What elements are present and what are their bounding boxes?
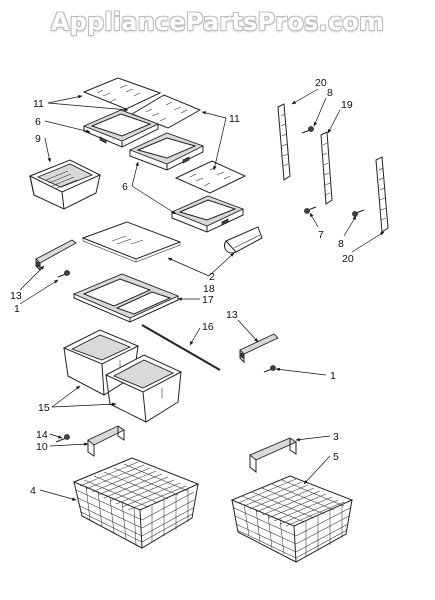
wire-basket-right [230,475,354,563]
callout-14: 14 [36,429,48,441]
callout-11-right: 11 [229,113,240,125]
callout-6-left: 6 [35,116,41,128]
callout-10: 10 [36,441,48,453]
crisper-cover-frame [72,273,180,323]
callout-18: 18 [203,283,215,295]
rail-screw-7 [304,206,317,214]
screw-right [263,365,276,373]
callout-1-right: 1 [330,370,336,382]
rail-screw-8-upper [301,126,314,134]
crisper-drawer-left [62,329,140,396]
wire-basket-left [72,457,200,549]
rail-20-upper [277,103,291,181]
callout-3: 3 [333,431,339,443]
callout-13-left: 13 [10,290,22,302]
callout-5: 5 [333,451,339,463]
screw-left [57,270,70,278]
rail-20-lower [375,156,389,233]
shelf-trim-piece [223,226,263,254]
callout-4: 4 [30,485,36,497]
callout-15: 15 [38,402,50,414]
shelf-frame-2 [128,132,205,171]
rail-19 [320,131,333,205]
callout-8-upper: 8 [327,87,333,99]
callout-17: 17 [202,294,214,306]
divider-rod [141,324,221,371]
callout-8-lower: 8 [338,238,344,250]
shelf-frame-1 [82,109,160,148]
callout-20-lower: 20 [342,253,354,265]
callout-7: 7 [318,229,324,241]
callout-19: 19 [341,99,353,111]
watermark-logo: AppliancePartsPros.com [50,8,385,36]
rail-screw-8-lower [352,209,365,217]
callout-13-right: 13 [226,309,238,321]
upper-drawer [28,159,102,210]
crisper-drawer-right [104,354,183,423]
callout-16: 16 [202,321,214,333]
glass-shelf [81,221,182,263]
glass-shelf-top-1 [82,77,162,110]
callout-9: 9 [35,133,41,145]
callout-11-left: 11 [33,98,44,110]
basket-divider-left [87,425,125,457]
callout-2: 2 [209,271,215,283]
shelf-support-left [35,239,77,272]
callout-1-left: 1 [14,303,20,315]
shelf-frame-3 [170,195,245,233]
callout-20-upper: 20 [315,77,327,89]
basket-divider-right [249,437,297,474]
shelf-support-right [239,333,279,364]
leader-lines [19,88,385,501]
callout-6-lower: 6 [122,181,128,193]
glass-shelf-top-3 [174,160,247,194]
callout-labels: 11 6 9 11 6 20 8 19 7 8 20 2 18 17 16 13… [10,77,354,497]
basket-clip [55,434,70,443]
